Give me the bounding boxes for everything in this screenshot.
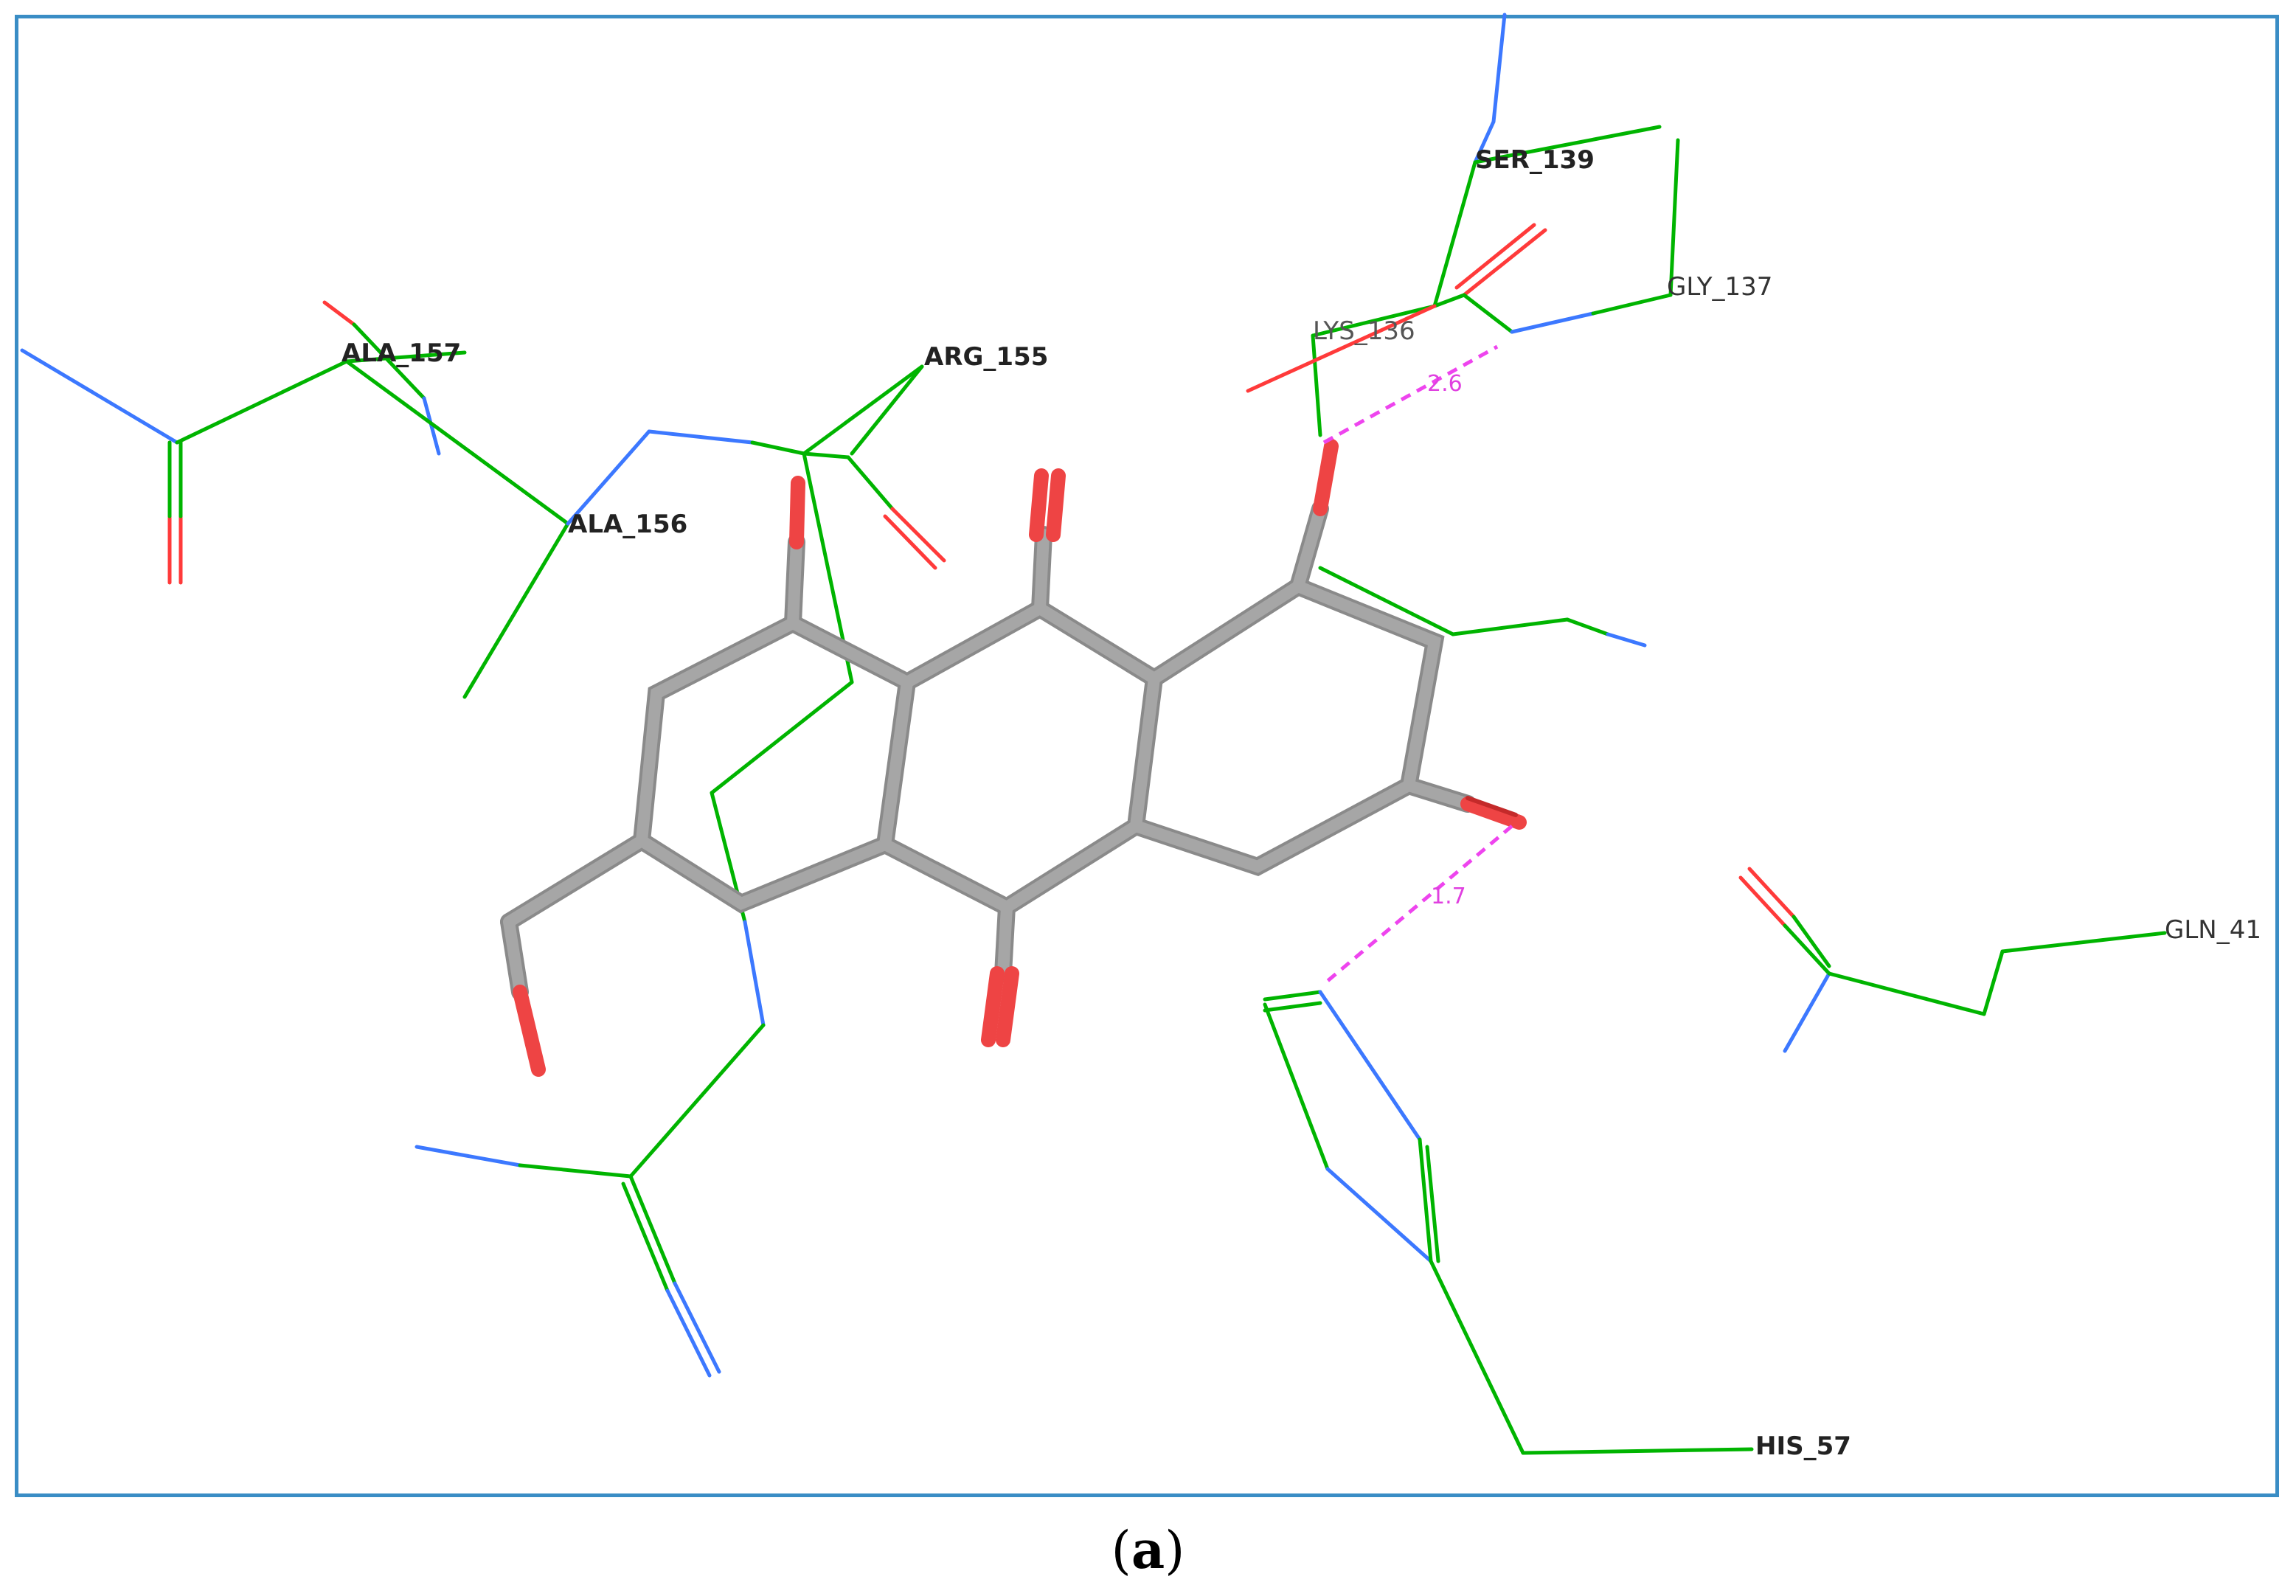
ligand-oxygens [513, 439, 1527, 1077]
ligand-bonds [503, 503, 1474, 998]
residue-wire-his57 [1263, 990, 1754, 1455]
residue-label-arg155: ARG_155 [924, 342, 1048, 372]
residue-wire-ala157 [20, 300, 806, 699]
residue-label-lys136: LYS_136 [1313, 316, 1415, 346]
hbond-his57 [1326, 825, 1513, 982]
residue-label-ala156: ALA_156 [568, 510, 687, 539]
residue-label-gly137: GLY_137 [1667, 272, 1772, 302]
caption-letter: a [1131, 1519, 1165, 1581]
hbond-distance-label: 2.6 [1427, 371, 1463, 397]
residue-label-gln41: GLN_41 [2165, 915, 2261, 945]
residue-wire-ser139-lys136-gly137 [1246, 13, 1680, 437]
hbond-distance-label: 1.7 [1431, 884, 1466, 909]
figure-frame [15, 15, 2279, 1497]
residue-label-ser139: SER_139 [1475, 145, 1595, 175]
figure-caption: (a) [1111, 1519, 1185, 1581]
residue-label-ala157: ALA_157 [341, 339, 461, 368]
residue-label-his57: HIS_57 [1755, 1432, 1851, 1461]
protein-residues [20, 13, 2167, 1455]
hydrogen-bonds [1322, 344, 1513, 982]
residue-wire-sidechain [1318, 566, 1647, 648]
hbond-lys136 [1322, 344, 1499, 445]
residue-wire-gln41 [1738, 867, 2167, 1053]
ligand-anthraquinone [500, 439, 1527, 1077]
